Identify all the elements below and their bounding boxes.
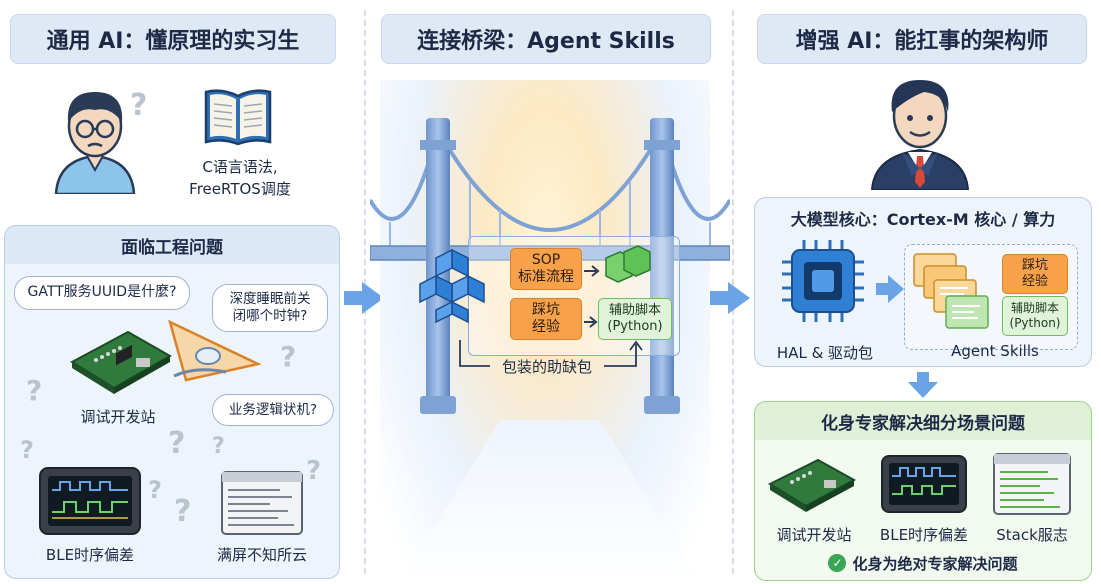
right-column-title: 增强 AI：能扛事的架构师: [757, 14, 1087, 64]
question-mark-icon: ?: [212, 434, 225, 459]
book-caption-line1: C语言语法,: [202, 158, 278, 176]
question-mark-icon: ?: [280, 340, 297, 373]
chip-to-skills-arrow: [876, 283, 888, 295]
intern-avatar-icon: [50, 82, 140, 196]
question-mark-icon: ?: [148, 476, 162, 504]
pitfall-line1: 踩坑: [532, 302, 560, 319]
expert-summary-text: 化身为绝对专家解决问题: [852, 554, 1018, 573]
model-core-title: 大模型核心：Cortex-M 核心 / 算力: [790, 210, 1056, 229]
package-label: 包装的助缺包: [501, 358, 592, 376]
book-icon: [202, 86, 274, 148]
right-dev-board-icon: [766, 452, 858, 514]
right-oscilloscope-icon: [880, 454, 968, 514]
helper-script-tag: 辅助脚本 (Python): [598, 298, 672, 340]
helper-script-line1: 辅助脚本: [608, 302, 661, 318]
pitfall-tag: 踩坑 经验: [510, 298, 582, 340]
arrow-left-to-middle: [344, 291, 362, 305]
middle-column-title: 连接桥梁：Agent Skills: [381, 14, 711, 64]
probe-icon: [166, 318, 262, 390]
sop-line2: 标准流程: [518, 269, 574, 285]
dev-board-icon: [66, 322, 176, 400]
logic-question-bubble: 业务逻辑状机?: [212, 394, 334, 426]
right-helper-script-tag: 辅助脚本 (Python): [1002, 296, 1068, 336]
stack-log-icon: [992, 452, 1072, 516]
right-helper-script-line1: 辅助脚本: [1010, 301, 1059, 315]
chip-icon: [780, 238, 866, 324]
left-column-title: 通用 AI：懂原理的实习生: [10, 14, 336, 64]
core-to-expert-arrow: [908, 372, 938, 398]
question-mark-icon: ?: [20, 436, 34, 464]
sleep-question-line1: 深度睡眠前关: [229, 291, 311, 308]
engineering-problems-title: 面临工程问题: [121, 237, 223, 258]
expert-panel-title: 化身专家解决细分场景问题: [821, 413, 1025, 434]
pitfall-arrow: [584, 313, 598, 328]
skill-documents-icon: [910, 252, 996, 338]
sop-arrow: [584, 262, 602, 277]
green-cubes-icon: [602, 244, 654, 284]
arrow-left-to-middle-head: [362, 282, 384, 314]
dev-board-label: 调试开发站: [80, 408, 156, 426]
ble-offset-label: BLE时序偏差: [45, 546, 135, 564]
cubes-icon: [412, 246, 492, 324]
hal-driver-label: HAL & 驱动包: [776, 344, 874, 362]
right-pitfall-line2: 经验: [1021, 274, 1048, 289]
sleep-question-bubble: 深度睡眠前关 闭哪个时钟?: [212, 284, 328, 332]
chip-to-skills-arrow-head: [888, 275, 904, 303]
gatt-question-bubble: GATT服务UUID是什麼?: [14, 276, 190, 310]
agent-skills-label: Agent Skills: [951, 342, 1039, 360]
sop-tag: SOP 标准流程: [510, 248, 582, 290]
arrow-middle-to-right: [710, 291, 730, 305]
architect-avatar-icon: [868, 72, 972, 191]
question-mark-icon: ?: [306, 456, 322, 486]
question-mark-icon: ?: [174, 494, 192, 529]
right-helper-script-line2: (Python): [1009, 316, 1061, 330]
question-mark-icon: ?: [26, 374, 43, 407]
sleep-question-line2: 闭哪个时钟?: [232, 308, 308, 324]
expert-summary: ✓ 化身为绝对专家解决问题: [754, 550, 1092, 576]
terminal-screen-icon: [220, 470, 304, 536]
pitfall-line2: 经验: [532, 319, 560, 335]
right-ble-offset-label: BLE时序偏差: [879, 526, 969, 544]
right-pitfall-line1: 踩坑: [1021, 258, 1048, 274]
oscilloscope-icon: [38, 466, 142, 536]
arrow-middle-to-right-head: [728, 282, 750, 314]
question-mark-icon: ?: [130, 88, 148, 123]
helper-script-line2: (Python): [607, 319, 663, 334]
package-bracket: [454, 340, 644, 372]
screen-confusion-label: 满屏不知所云: [216, 546, 307, 564]
right-pitfall-tag: 踩坑 经验: [1002, 254, 1068, 294]
right-dev-board-label: 调试开发站: [776, 526, 852, 544]
check-icon: ✓: [828, 554, 847, 572]
book-caption-line2: FreeRTOS调度: [189, 180, 291, 198]
stack-log-label: Stack服志: [996, 526, 1068, 544]
sop-line1: SOP: [531, 252, 561, 269]
question-mark-icon: ?: [168, 426, 186, 461]
